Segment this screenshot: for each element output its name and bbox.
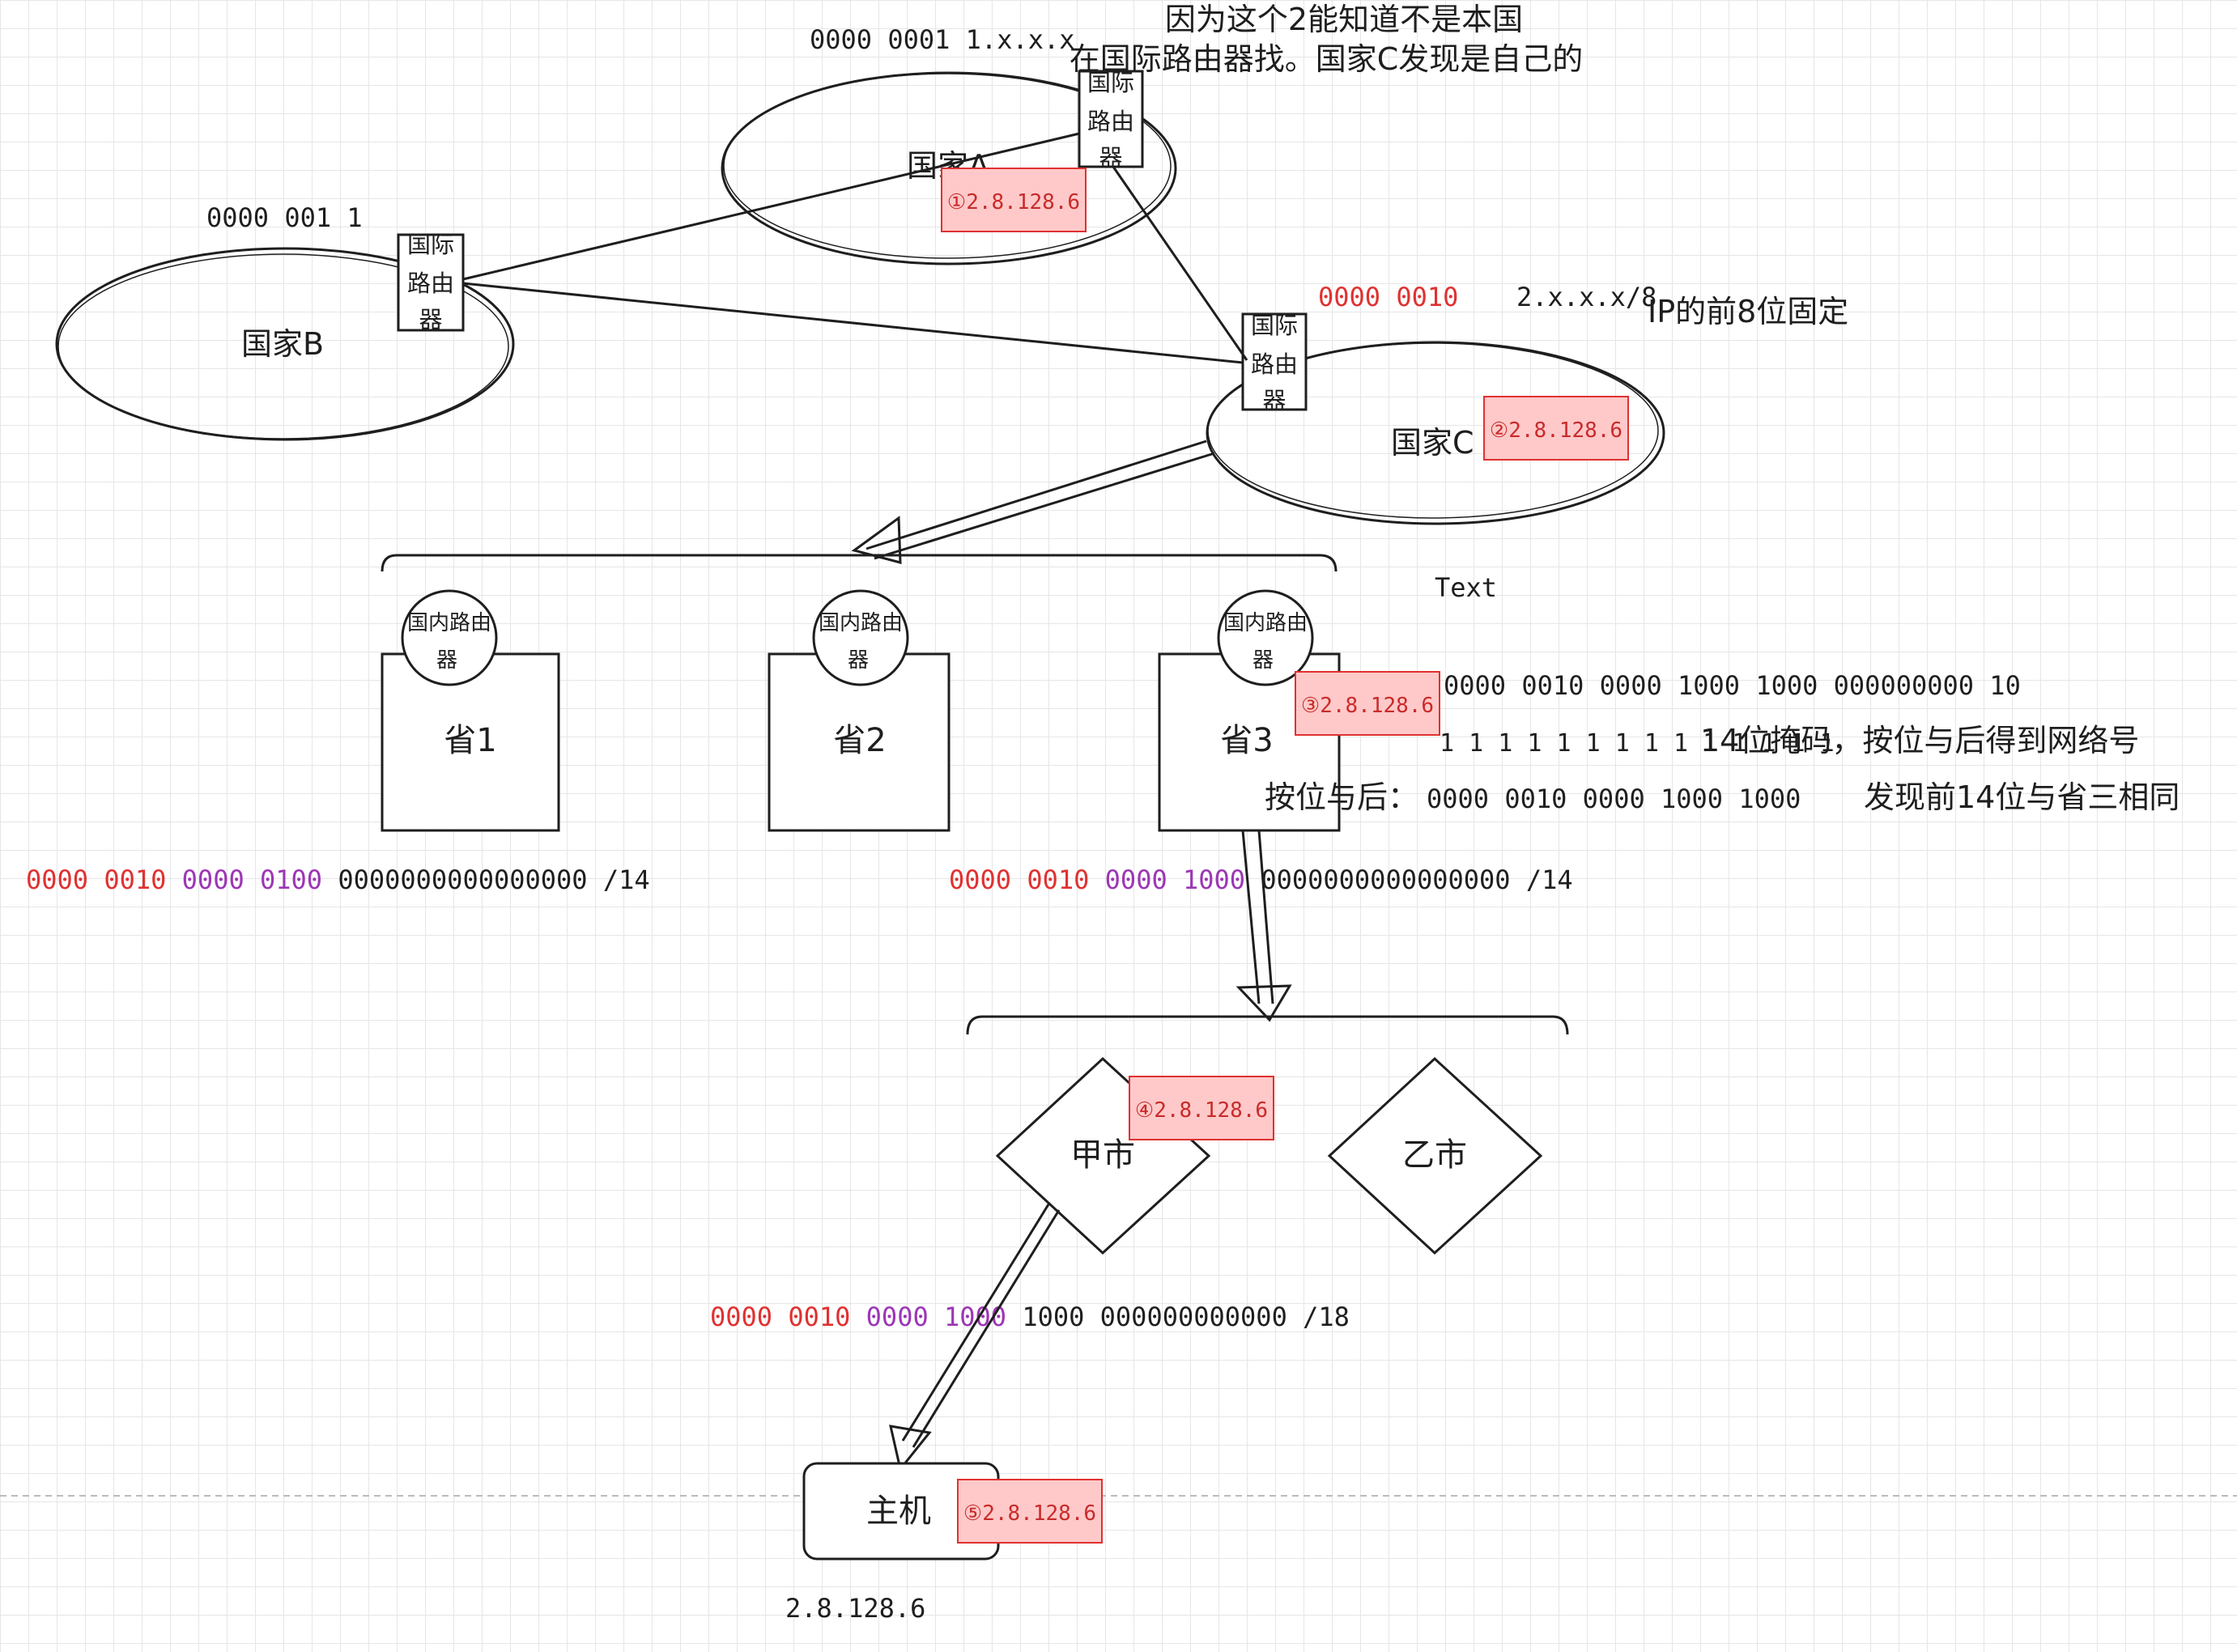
link-b-c [462,282,1244,364]
ip-first8-note: IP的前8位固定 [1648,294,1848,329]
province-2-label: 省2 [833,722,886,759]
country-c-bits: 0000 0010 [1318,282,1458,312]
intl-router-c-line3: 器 [1262,387,1286,414]
top-note-line1: 因为这个2能知道不是本国 [1165,2,1523,37]
arrow-city-to-host [901,1204,1050,1442]
country-b-ellipse [55,247,515,441]
badge-2 [1483,396,1629,461]
top-note-line2: 在国际路由器找。国家C发现是自己的 [1070,41,1584,77]
intl-router-b-line1: 国际 [407,231,454,258]
arrow-province3-to-cities [1241,830,1261,1004]
badge-1-text: ①2.8.128.6 [947,190,1080,214]
intl-router-b-line2: 路由 [407,270,454,297]
city-group-brace [966,1015,1569,1035]
badge-2-text: ②2.8.128.6 [1490,418,1622,443]
province-1-binary: 0000 0010 0000 0100 0000000000000000 /14 [26,864,650,895]
domestic-router-3-line2: 器 [1252,648,1274,673]
intl-router-a-line2: 路由 [1087,108,1134,135]
badge-4-text: ④2.8.128.6 [1135,1098,1268,1123]
and-prefix: 按位与后： [1265,779,1418,815]
country-c-suffix: 2.x.x.x/8 [1516,282,1656,312]
province-3-binary: 0000 0010 0000 1000 0000000000000000 /14 [949,864,1573,895]
mask-desc: 14位掩码，按位与后得到网络号 [1700,723,2139,758]
badge-1 [941,168,1087,232]
province-3-bits: 0000 0010 0000 1000 1000 000000000 10 [1444,670,2021,701]
city-jia-label: 甲市 [1070,1136,1135,1174]
city-yi-label: 乙市 [1402,1136,1467,1174]
domestic-router-2-line1: 国内路由 [819,611,903,635]
badge-4 [1129,1076,1274,1140]
link-a-c [1112,166,1248,361]
badge-3 [1295,671,1440,736]
province-1-label: 省1 [444,722,496,759]
host-ip: 2.8.128.6 [785,1593,925,1624]
intl-router-c-line2: 路由 [1251,350,1298,378]
province-group-brace [381,554,1338,572]
arrow-c-to-provinces [865,440,1207,550]
country-a-bits: 0000 0001 1.x.x.x [810,24,1075,55]
domestic-router-2-line2: 器 [848,648,869,673]
domestic-router-1 [401,589,498,686]
country-b-label: 国家B [241,326,324,362]
and-result: 发现前14位与省三相同 [1864,779,2180,815]
domestic-router-3-line1: 国内路由 [1223,611,1308,635]
country-a-ellipse [721,71,1177,265]
intl-router-a [1078,70,1144,168]
intl-router-c [1241,312,1308,411]
intl-router-b [397,233,465,332]
mask-ones: 1 1 1 1 1 1 1 1 1 1 1 1 1 1 [1440,729,1835,758]
domestic-router-1-line1: 国内路由 [407,611,491,635]
province-3-label: 省3 [1220,722,1273,759]
domestic-router-2 [812,589,909,686]
badge-5-text: ⑤2.8.128.6 [963,1501,1096,1526]
country-c-ellipse [1206,341,1665,525]
domestic-router-3 [1217,589,1314,686]
country-c-label: 国家C [1391,425,1474,461]
country-b-bits: 0000 001 1 [206,202,363,233]
intl-router-c-line1: 国际 [1251,312,1298,339]
badge-3-text: ③2.8.128.6 [1301,694,1434,718]
domestic-router-1-line2: 器 [436,648,457,673]
city-binary: 0000 0010 0000 1000 1000 000000000000 /1… [710,1302,1350,1332]
and-bits: 0000 0010 0000 1000 1000 [1427,784,1801,814]
link-b-a [462,132,1080,281]
intl-router-b-line3: 器 [419,306,442,333]
city-yi-diamond [1327,1056,1543,1255]
badge-5 [957,1479,1103,1544]
intl-router-a-line3: 器 [1099,144,1122,172]
intl-router-a-line1: 国际 [1087,69,1134,96]
text-placeholder-label: Text [1435,572,1497,603]
host-label: 主机 [866,1493,931,1530]
